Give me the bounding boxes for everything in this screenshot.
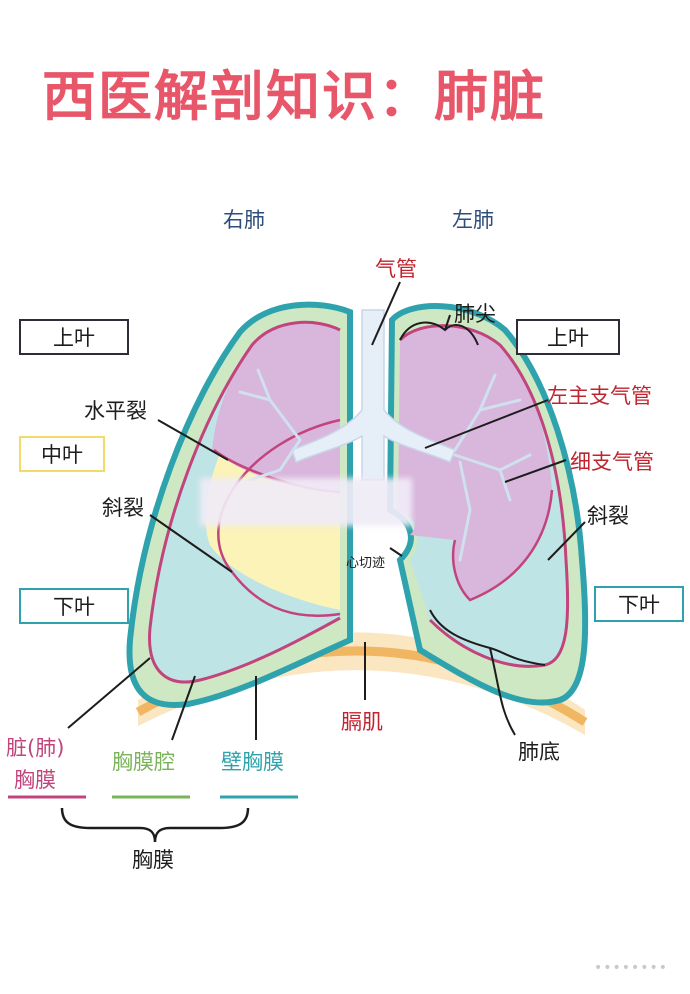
cardiac-notch-label: 心切迹	[346, 556, 386, 571]
lobe-box-right-middle: 中叶	[19, 436, 105, 472]
leader-bronchiole	[504, 459, 567, 483]
bronchiole-label: 细支气管	[570, 450, 654, 474]
apex-label: 肺尖	[454, 302, 496, 326]
right-visceral-pleura	[148, 320, 341, 684]
leader-cavity	[171, 675, 196, 741]
horizontal-fissure-label: 水平裂	[84, 399, 147, 423]
visceral-pleura-line2: 胸膜	[14, 768, 56, 792]
right-oblique-fissure	[217, 418, 341, 617]
lobe-box-left-lower: 下叶	[594, 586, 684, 622]
left-visceral-pleura	[398, 324, 570, 668]
leader-base	[429, 609, 546, 666]
leader-visceral	[67, 657, 151, 729]
base-label: 肺底	[518, 740, 560, 764]
lobe-box-right-lower: 下叶	[19, 588, 129, 624]
leader-trachea	[371, 281, 401, 346]
leader-oblique-left	[547, 521, 586, 561]
lobe-box-right-upper: 上叶	[19, 319, 129, 355]
pleura-label: 胸膜	[132, 848, 174, 872]
left-main-bronchus-label: 左主支气管	[547, 384, 652, 408]
left-lung-label: 左肺	[452, 208, 494, 232]
visceral-pleura-line1: 脏(肺)	[6, 736, 65, 760]
leader-apex-stem	[444, 314, 451, 331]
leader-base-stem	[489, 647, 516, 736]
blur-overlay	[200, 478, 412, 526]
bronchiole-branches	[238, 368, 532, 562]
lobe-box-left-upper: 上叶	[516, 319, 620, 355]
footer-dots: ••••••••	[593, 960, 668, 976]
right-lung-label: 右肺	[223, 208, 265, 232]
oblique-fissure-right-label: 斜裂	[102, 496, 144, 520]
leader-cardiac-notch	[389, 547, 403, 557]
left-oblique-fissure	[451, 489, 554, 602]
pleura-brace	[60, 807, 250, 843]
pleural-cavity-label: 胸膜腔	[112, 750, 175, 774]
page-title: 西医解剖知识：肺脏	[42, 65, 546, 128]
oblique-fissure-left-label: 斜裂	[587, 504, 629, 528]
leader-lines	[67, 281, 586, 741]
trachea-label: 气管	[375, 257, 417, 281]
parietal-pleura-label: 壁胸膜	[221, 750, 284, 774]
leader-oblique-right	[149, 514, 233, 573]
leader-horizontal-fissure	[157, 419, 229, 461]
diaphragm-label: 膈肌	[341, 710, 383, 734]
leader-left-bronchus	[424, 399, 549, 449]
